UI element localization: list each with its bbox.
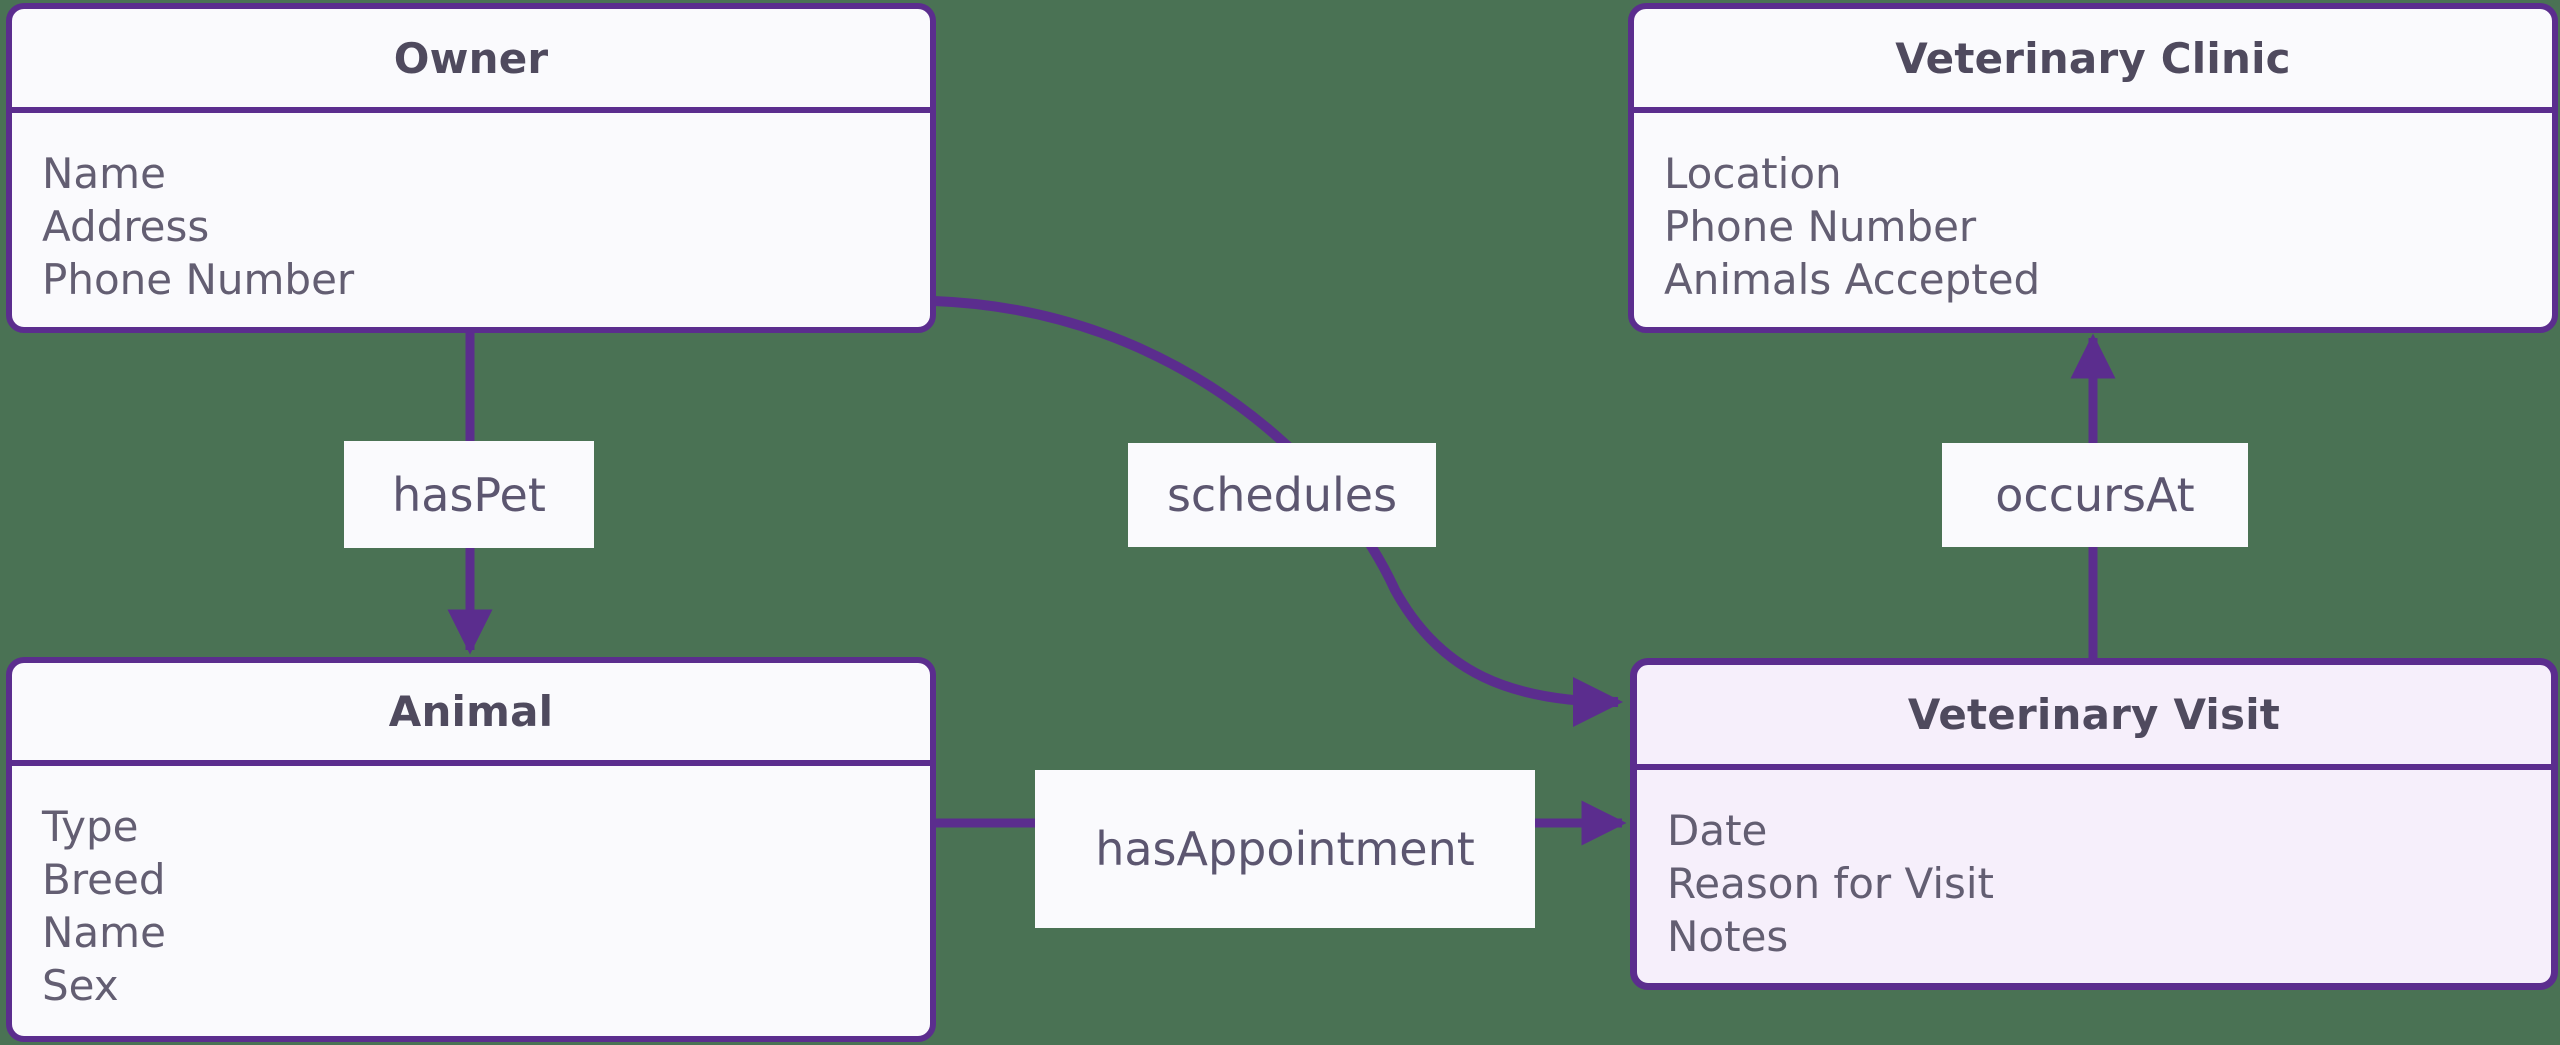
attribute-row: Reason for Visit: [1667, 859, 1995, 908]
entity-veterinary-clinic-header: Veterinary Clinic: [1634, 9, 2552, 113]
entity-animal-attributes: Type Breed Name Sex: [12, 766, 930, 1036]
attribute-row: Date: [1667, 806, 1768, 855]
relationship-label-occursat-text: occursAt: [1995, 468, 2195, 522]
entity-veterinary-clinic[interactable]: Veterinary Clinic Location Phone Number …: [1628, 3, 2558, 333]
attribute-row: Location: [1664, 149, 1842, 198]
attribute-row: Name: [42, 908, 166, 957]
relationship-label-haspet-text: hasPet: [392, 467, 546, 522]
relationship-label-schedules-text: schedules: [1166, 468, 1398, 522]
entity-owner-attributes: Name Address Phone Number: [12, 113, 930, 327]
entity-owner-title: Owner: [393, 33, 549, 83]
attribute-row: Sex: [42, 961, 119, 1010]
entity-animal-title: Animal: [388, 687, 554, 736]
attribute-row: Type: [42, 802, 139, 851]
relationship-label-schedules[interactable]: schedules: [1128, 443, 1436, 547]
relationship-label-hasappointment[interactable]: hasAppointment: [1035, 770, 1535, 928]
entity-animal[interactable]: Animal Type Breed Name Sex: [6, 657, 936, 1042]
entity-veterinary-clinic-title: Veterinary Clinic: [1895, 33, 2291, 83]
relationship-label-hasappointment-text: hasAppointment: [1095, 822, 1475, 876]
entity-veterinary-visit-header: Veterinary Visit: [1637, 665, 2551, 770]
entity-owner[interactable]: Owner Name Address Phone Number: [6, 3, 936, 333]
attribute-row: Address: [42, 202, 210, 251]
entity-veterinary-clinic-attributes: Location Phone Number Animals Accepted: [1634, 113, 2552, 327]
entity-animal-header: Animal: [12, 663, 930, 766]
entity-owner-header: Owner: [12, 9, 930, 113]
relationship-label-occursat[interactable]: occursAt: [1942, 443, 2248, 547]
entity-veterinary-visit-title: Veterinary Visit: [1907, 690, 2281, 739]
relationship-label-haspet[interactable]: hasPet: [344, 441, 594, 548]
attribute-row: Phone Number: [42, 255, 355, 304]
attribute-row: Name: [42, 149, 166, 198]
entity-veterinary-visit-attributes: Date Reason for Visit Notes: [1637, 770, 2551, 983]
attribute-row: Notes: [1667, 912, 1789, 961]
entity-veterinary-visit[interactable]: Veterinary Visit Date Reason for Visit N…: [1630, 658, 2558, 990]
attribute-row: Phone Number: [1664, 202, 1977, 251]
attribute-row: Breed: [42, 855, 166, 904]
attribute-row: Animals Accepted: [1664, 255, 2041, 304]
